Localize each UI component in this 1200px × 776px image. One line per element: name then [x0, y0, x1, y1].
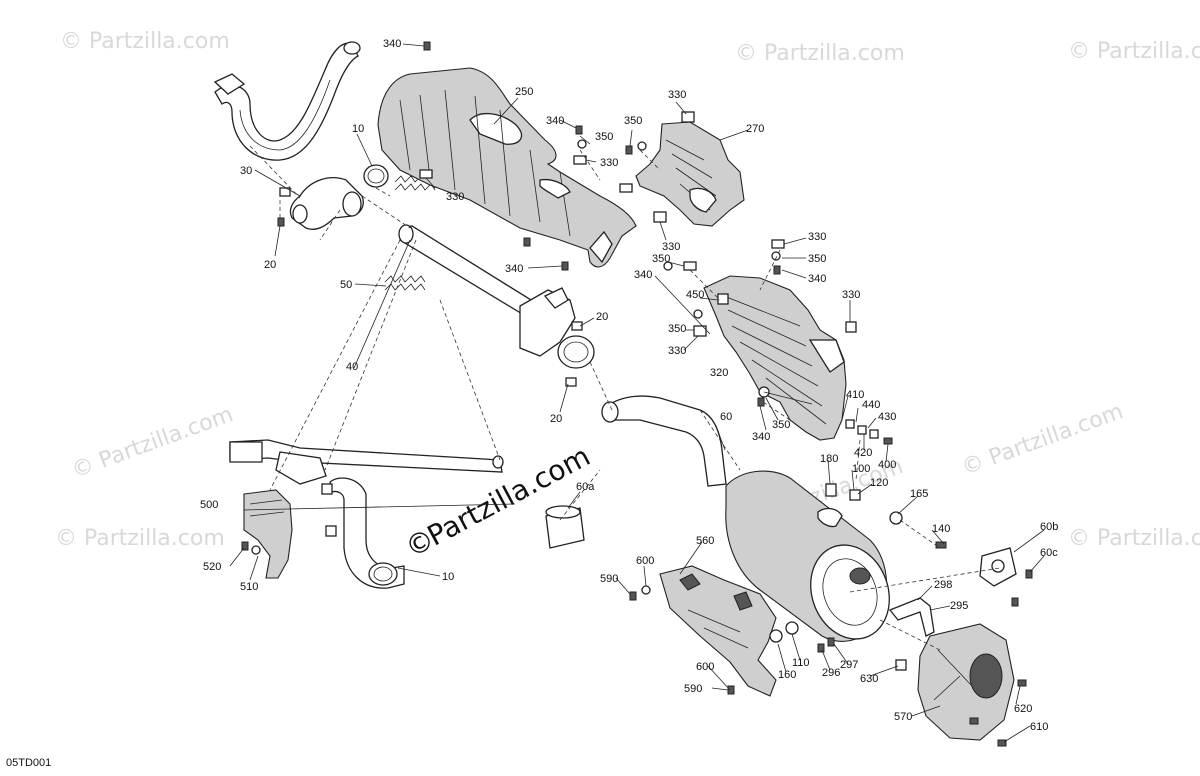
- assembly-lines: [249, 145, 1001, 651]
- callout-340: 340: [505, 263, 523, 275]
- part-manifold-elbow: [289, 177, 364, 230]
- leader-lines: [229, 43, 1045, 743]
- callout-340: 340: [634, 269, 652, 281]
- part-heat-shield-250: [377, 67, 637, 268]
- callout-60: 60: [720, 411, 732, 423]
- callout-100: 100: [852, 463, 870, 475]
- callout-590: 590: [600, 573, 618, 585]
- callout-430: 430: [878, 411, 896, 423]
- watermark: © Partzilla.com: [735, 41, 905, 66]
- callout-630: 630: [860, 673, 878, 685]
- callout-440: 440: [862, 399, 880, 411]
- part-heat-shield-270: [635, 121, 745, 227]
- callout-320: 320: [710, 367, 728, 379]
- callout-20: 20: [550, 413, 562, 425]
- callout-160: 160: [778, 669, 796, 681]
- hardware: [241, 41, 1033, 747]
- callout-20: 20: [264, 259, 276, 271]
- callout-20: 20: [596, 311, 608, 323]
- watermark: © Partzilla.com: [959, 399, 1127, 481]
- callout-500: 500: [200, 499, 218, 511]
- callout-110: 110: [792, 657, 810, 669]
- callout-330: 330: [842, 289, 860, 301]
- callout-330: 330: [668, 89, 686, 101]
- watermark-layer: © Partzilla.com © Partzilla.com © Partzi…: [55, 29, 1200, 551]
- callout-165: 165: [910, 488, 928, 500]
- callout-510: 510: [240, 581, 258, 593]
- part-sleeve-60a: [545, 505, 585, 549]
- watermark: © Partzilla.com: [69, 402, 237, 484]
- callout-350: 350: [808, 253, 826, 265]
- callout-340: 340: [808, 273, 826, 285]
- part-main-pipe-40: [398, 224, 595, 369]
- callout-350: 350: [652, 253, 670, 265]
- part-bracket-295: [888, 597, 935, 637]
- callout-600: 600: [636, 555, 654, 567]
- callout-60a: 60a: [576, 481, 595, 493]
- part-heat-shield-500: [243, 489, 293, 579]
- callout-50: 50: [340, 279, 352, 291]
- callout-295: 295: [950, 600, 968, 612]
- callout-10: 10: [442, 571, 454, 583]
- callout-340: 340: [383, 38, 401, 50]
- callout-296: 296: [822, 667, 840, 679]
- callout-180: 180: [820, 453, 838, 465]
- watermark: © Partzilla.com: [60, 29, 230, 54]
- callout-297: 297: [840, 659, 858, 671]
- watermark: © Partzilla.com: [55, 526, 225, 551]
- part-muffler-guard-560: [659, 565, 777, 697]
- callout-298: 298: [934, 579, 952, 591]
- part-flange-60b: [979, 547, 1017, 587]
- callout-410: 410: [846, 389, 864, 401]
- callout-270: 270: [746, 123, 764, 135]
- callout-labels: 340 250 10 30 20 340 350 330 330 330 350…: [200, 38, 1058, 733]
- callout-600: 600: [696, 661, 714, 673]
- callout-590: 590: [684, 683, 702, 695]
- part-end-cap-570: [917, 623, 1015, 741]
- callout-620: 620: [1014, 703, 1032, 715]
- watermark: © Partzilla.com: [1068, 526, 1200, 551]
- callout-330: 330: [662, 241, 680, 253]
- callout-10: 10: [352, 123, 364, 135]
- callout-40: 40: [346, 361, 358, 373]
- callout-340: 340: [546, 115, 564, 127]
- part-header-pipe-30: [213, 41, 361, 161]
- callout-330: 330: [446, 191, 464, 203]
- callout-350: 350: [624, 115, 642, 127]
- callout-60b: 60b: [1040, 521, 1058, 533]
- callout-560: 560: [696, 535, 714, 547]
- watermark: © Partzilla.com: [1068, 39, 1200, 64]
- callout-30: 30: [240, 165, 252, 177]
- part-gasket-10: [363, 164, 389, 188]
- callout-570: 570: [894, 711, 912, 723]
- callout-450: 450: [686, 289, 704, 301]
- callout-420: 420: [854, 447, 872, 459]
- callout-610: 610: [1030, 721, 1048, 733]
- callout-120: 120: [870, 477, 888, 489]
- callout-60c: 60c: [1040, 547, 1058, 559]
- callout-330: 330: [668, 345, 686, 357]
- callout-350: 350: [595, 131, 613, 143]
- callout-330: 330: [808, 231, 826, 243]
- diagram-code: 05TD001: [6, 757, 51, 769]
- part-muffler-pipe-60: [601, 395, 727, 487]
- callout-350: 350: [772, 419, 790, 431]
- callout-330: 330: [600, 157, 618, 169]
- callout-520: 520: [203, 561, 221, 573]
- part-y-pipe: [229, 439, 504, 589]
- callout-140: 140: [932, 523, 950, 535]
- callout-350: 350: [668, 323, 686, 335]
- part-springs: [384, 175, 436, 291]
- callout-250: 250: [515, 86, 533, 98]
- callout-400: 400: [878, 459, 896, 471]
- callout-340: 340: [752, 431, 770, 443]
- part-heat-shield-320: [703, 275, 847, 441]
